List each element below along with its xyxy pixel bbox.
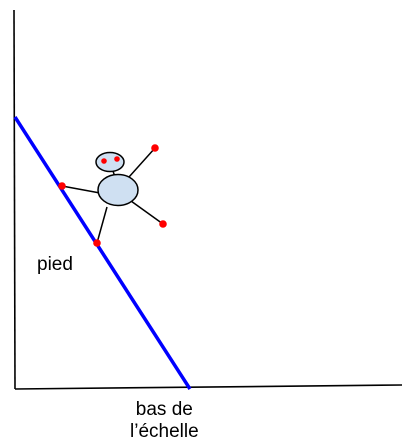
ground-line <box>14 384 403 390</box>
right-hand-point <box>151 144 159 152</box>
figure-head <box>95 151 125 173</box>
figure-left-arm <box>61 185 101 194</box>
wall-line <box>13 9 16 390</box>
foot-contact-point <box>93 239 101 247</box>
figure-right-eye <box>114 156 120 162</box>
right-foot-point <box>159 220 167 228</box>
ladder-bottom-label-line1: bas de <box>135 399 193 420</box>
figure-right-leg <box>130 200 164 225</box>
ladder-line <box>13 116 192 390</box>
foot-label: pied <box>37 254 73 275</box>
ladder-bottom-label: bas de l’échelle <box>130 399 199 443</box>
stick-figure <box>61 147 164 244</box>
figure-left-leg <box>96 206 108 244</box>
figure-right-arm <box>128 147 156 178</box>
hand-contact-point <box>58 182 66 190</box>
ladder-bottom-label-line2: l’échelle <box>130 421 199 442</box>
figure-left-eye <box>101 158 107 164</box>
figure-body <box>97 173 139 207</box>
